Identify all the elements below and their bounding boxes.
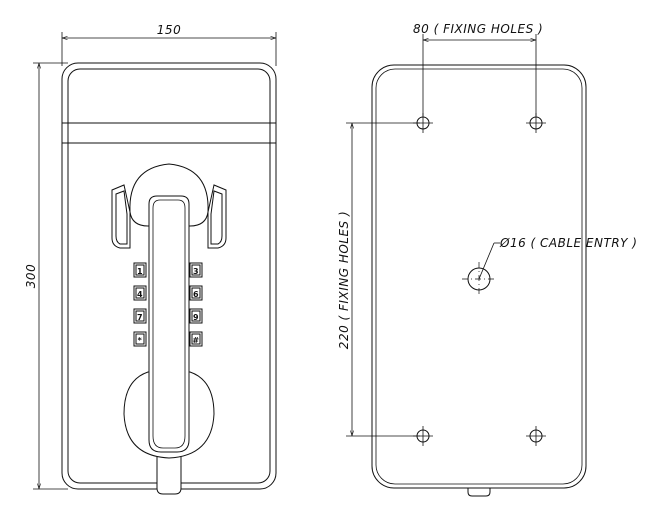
svg-text:1: 1 (137, 267, 143, 276)
width-dimension: 150 (61, 23, 277, 66)
svg-text:6: 6 (193, 290, 199, 299)
svg-text:7: 7 (137, 313, 143, 322)
fixing-holes-horizontal-label: 80 ( FIXING HOLES ) (413, 22, 543, 36)
back-housing (371, 64, 587, 489)
fixing-holes-horizontal-dimension: 80 ( FIXING HOLES ) (413, 22, 543, 116)
back-cord-stub (467, 488, 491, 497)
key-4: 4 (133, 285, 147, 301)
key-star: * (133, 331, 147, 347)
svg-text:4: 4 (137, 290, 143, 299)
fixing-hole-top-right (526, 113, 546, 133)
width-label: 150 (157, 23, 181, 37)
svg-text:#: # (192, 336, 199, 345)
fixing-holes-vertical-dimension: 220 ( FIXING HOLES ) (337, 122, 420, 437)
handset-handle-inner (152, 199, 186, 449)
handset-cord-stub (156, 449, 182, 495)
svg-text:*: * (138, 336, 143, 345)
front-view: 150 300 1 (24, 23, 277, 495)
key-hash: # (189, 331, 203, 347)
key-7: 7 (133, 308, 147, 324)
key-6: 6 (189, 285, 203, 301)
fixing-hole-bottom-right (526, 426, 546, 446)
svg-text:9: 9 (193, 313, 199, 322)
key-3: 3 (189, 262, 203, 278)
svg-text:3: 3 (193, 267, 199, 276)
height-label: 300 (24, 264, 38, 288)
handset (123, 163, 215, 495)
key-9: 9 (189, 308, 203, 324)
keypad: 1 4 7 * 3 (133, 262, 203, 347)
fixing-hole-bottom-left (413, 426, 433, 446)
cable-entry: Ø16 ( CABLE ENTRY ) (462, 236, 637, 296)
fixing-hole-top-left (413, 113, 433, 133)
fixing-holes-vertical-label: 220 ( FIXING HOLES ) (337, 211, 351, 349)
cable-entry-label: Ø16 ( CABLE ENTRY ) (499, 236, 637, 250)
key-1: 1 (133, 262, 147, 278)
handset-handle (148, 195, 190, 453)
back-housing-inner (375, 68, 583, 485)
height-dimension: 300 (24, 62, 68, 490)
back-view: 80 ( FIXING HOLES ) 220 ( FIXING HOLES ) (337, 22, 637, 497)
hook-cradle (111, 184, 227, 249)
